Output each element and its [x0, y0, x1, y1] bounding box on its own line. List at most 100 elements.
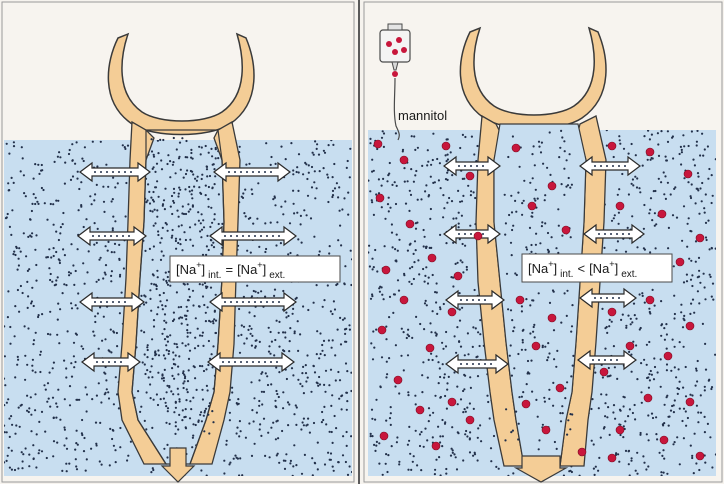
sodium-dot — [99, 306, 101, 308]
sodium-dot — [215, 294, 217, 296]
sodium-dot — [683, 437, 685, 439]
sodium-dot — [321, 344, 323, 346]
sodium-dot — [8, 153, 10, 155]
sodium-dot — [385, 420, 387, 422]
sodium-dot — [152, 191, 154, 193]
sodium-dot — [76, 430, 78, 432]
sodium-dot — [337, 371, 339, 373]
mannitol-molecule — [428, 254, 436, 262]
sodium-dot — [316, 353, 318, 355]
sodium-dot — [102, 277, 104, 279]
sodium-dot — [143, 331, 145, 333]
sodium-dot — [643, 247, 645, 249]
sodium-dot — [192, 437, 194, 439]
sodium-dot — [636, 473, 638, 475]
sodium-dot — [709, 436, 711, 438]
mannitol-molecule — [532, 342, 540, 350]
sodium-dot — [166, 223, 168, 225]
sodium-dot — [199, 365, 201, 367]
sodium-dot — [411, 283, 413, 285]
sodium-dot — [531, 212, 533, 214]
sodium-dot — [14, 376, 16, 378]
sodium-dot — [261, 391, 263, 393]
sodium-dot — [198, 186, 200, 188]
sodium-dot — [33, 339, 35, 341]
sodium-dot — [430, 331, 432, 333]
sodium-dot — [685, 395, 687, 397]
sodium-dot — [173, 192, 175, 194]
sodium-dot — [89, 195, 91, 197]
sodium-dot — [459, 147, 461, 149]
sodium-dot — [517, 353, 519, 355]
sodium-dot — [55, 231, 57, 233]
sodium-dot — [458, 226, 460, 228]
sodium-dot — [17, 356, 19, 358]
sodium-dot — [533, 198, 535, 200]
sodium-dot — [260, 435, 262, 437]
sodium-dot — [64, 183, 66, 185]
sodium-dot — [284, 200, 286, 202]
sodium-dot — [189, 350, 191, 352]
sodium-dot — [690, 445, 692, 447]
sodium-dot — [517, 192, 519, 194]
sodium-dot — [254, 347, 256, 349]
sodium-dot — [198, 220, 200, 222]
sodium-dot — [110, 329, 112, 331]
sodium-dot — [328, 144, 330, 146]
sodium-dot — [316, 284, 318, 286]
sodium-dot — [46, 457, 48, 459]
sodium-dot — [11, 209, 13, 211]
sodium-dot — [291, 367, 293, 369]
sodium-dot — [270, 164, 272, 166]
sodium-dot — [207, 414, 209, 416]
sodium-dot — [515, 411, 517, 413]
sodium-dot — [419, 323, 421, 325]
sodium-dot — [150, 197, 152, 199]
sodium-dot — [254, 235, 256, 237]
sodium-dot — [666, 395, 668, 397]
sodium-dot — [479, 333, 481, 335]
sodium-dot — [187, 380, 189, 382]
sodium-dot — [533, 145, 535, 147]
sodium-dot — [670, 370, 672, 372]
sodium-dot — [451, 426, 453, 428]
sodium-dot — [234, 455, 236, 457]
sodium-dot — [628, 450, 630, 452]
sodium-dot — [62, 248, 64, 250]
sodium-dot — [253, 290, 255, 292]
sodium-dot — [152, 273, 154, 275]
sodium-dot — [286, 378, 288, 380]
sodium-dot — [264, 171, 266, 173]
sodium-dot — [48, 398, 50, 400]
sodium-dot — [120, 361, 122, 363]
sodium-dot — [472, 299, 474, 301]
sodium-dot — [297, 320, 299, 322]
sodium-dot — [331, 347, 333, 349]
sodium-dot — [521, 396, 523, 398]
sodium-dot — [388, 210, 390, 212]
sodium-dot — [420, 431, 422, 433]
sodium-dot — [103, 316, 105, 318]
sodium-dot — [35, 197, 37, 199]
sodium-dot — [618, 165, 620, 167]
sodium-dot — [109, 428, 111, 430]
sodium-dot — [47, 256, 49, 258]
sodium-dot — [378, 178, 380, 180]
mannitol-molecule — [542, 426, 550, 434]
sodium-dot — [654, 366, 656, 368]
sodium-dot — [303, 209, 305, 211]
sodium-dot — [469, 438, 471, 440]
sodium-dot — [202, 219, 204, 221]
sodium-dot — [416, 464, 418, 466]
sodium-dot — [280, 242, 282, 244]
sodium-dot — [712, 195, 714, 197]
sodium-dot — [511, 229, 513, 231]
sodium-dot — [302, 305, 304, 307]
sodium-dot — [251, 295, 253, 297]
sodium-dot — [202, 332, 204, 334]
sodium-dot — [606, 297, 608, 299]
sodium-dot — [426, 164, 428, 166]
sodium-dot — [379, 291, 381, 293]
sodium-dot — [651, 219, 653, 221]
sodium-dot — [274, 204, 276, 206]
